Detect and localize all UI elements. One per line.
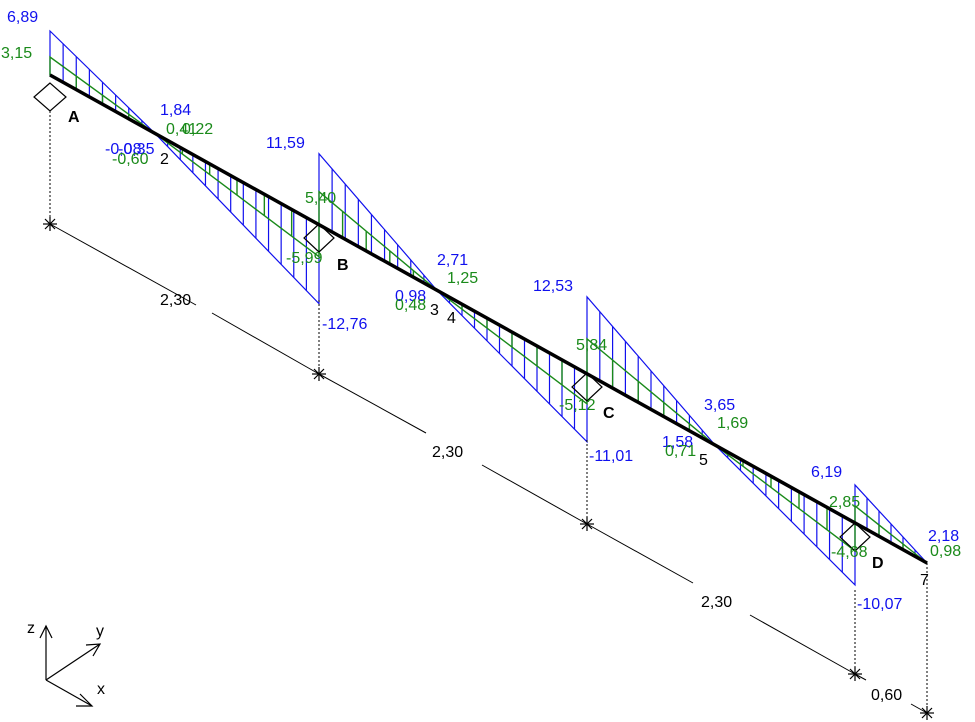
moment-label-b-bottom: -5,99 (286, 250, 323, 267)
dimension-tick-end (920, 706, 934, 720)
beam-line (49, 73, 928, 565)
support-c-label: C (603, 405, 615, 422)
beam (49, 73, 928, 565)
dimension-span4-label: 0,60 (871, 687, 902, 704)
dimension-span3-label: 2,30 (701, 594, 732, 611)
x-axis-arrow (45, 679, 94, 707)
node-5-label: 5 (699, 452, 708, 469)
moment-label-span1-r1: 0,41 (166, 121, 197, 138)
shear-label-span2-mid: 2,71 (437, 252, 468, 269)
node-4-label: 4 (447, 310, 456, 327)
node-7-label: 7 (920, 572, 929, 589)
shear-label-b-bottom: -12,76 (322, 316, 367, 333)
z-axis-arrow (39, 624, 53, 680)
moment-label-c-bottom: -5,12 (559, 397, 596, 414)
shear-label-span3-left: 1,58 (662, 434, 693, 451)
shear-label-span1-left2: -0,35 (118, 141, 155, 158)
moment-label-d-top: 2,85 (829, 494, 860, 511)
node-3-label: 3 (430, 302, 439, 319)
support-d-label: D (872, 555, 884, 572)
moment-label-span3-left: 0,71 (665, 443, 696, 460)
shear-label-b-top: 11,59 (266, 135, 305, 152)
dimension-line (49, 223, 928, 714)
shear-label-c-top: 12,53 (533, 278, 573, 295)
support-a-symbol (33, 82, 67, 112)
moment-label-span2-mid: 1,25 (447, 270, 478, 287)
moment-label-b-top: 5,40 (305, 190, 336, 207)
moment-label-a-top: 3,15 (1, 45, 32, 62)
dimension-tick-b (312, 367, 326, 381)
shear-label-d-top: 6,19 (811, 464, 842, 481)
node-2-label: 2 (160, 151, 169, 168)
moment-label-span1-left: -0,60 (112, 151, 149, 168)
dimension-ticks (43, 217, 934, 720)
z-axis-label: z (27, 620, 35, 637)
shear-label-end: 2,18 (928, 528, 959, 545)
shear-label-span2-left: 0,98 (395, 288, 426, 305)
shear-label-span3-mid: 3,65 (704, 397, 735, 414)
moment-label-c-top: 5,84 (576, 337, 607, 354)
moment-label-span1-r2: 0,22 (182, 121, 213, 138)
y-axis-label: y (96, 623, 104, 640)
shear-span3a-outline (586, 295, 716, 446)
moment-span3a-outline (586, 337, 716, 446)
support-c-symbol (571, 372, 603, 402)
shear-label-span1-mid: 1,84 (160, 102, 191, 119)
moment-label-d-bottom: -4,68 (831, 544, 868, 561)
x-axis-label: x (97, 681, 105, 698)
dimension-span2-label: 2,30 (432, 444, 463, 461)
shear-label-a-top: 6,89 (7, 9, 38, 26)
dimension-span1-label: 2,30 (160, 292, 191, 309)
moment-span2a-outline (318, 190, 438, 291)
support-d-symbol (839, 522, 871, 552)
dimension-tick-d (848, 667, 862, 681)
support-a-label: A (68, 109, 80, 126)
projection-lines (49, 111, 928, 713)
support-b-label: B (337, 257, 349, 274)
coordinate-axes (39, 624, 102, 707)
moment-label-span2-left: 0,48 (395, 297, 426, 314)
shear-label-span1-left1: -0,08 (105, 141, 142, 158)
moment-label-span3-mid: 1,69 (717, 415, 748, 432)
dimension-tick-a (43, 217, 57, 231)
moment-label-end: 0,98 (930, 543, 961, 560)
shear-label-c-bottom: -11,01 (589, 448, 633, 465)
support-b-symbol (303, 223, 335, 253)
shear-span1b-outline (154, 132, 320, 306)
shear-label-d-bottom: -10,07 (857, 596, 902, 613)
dimension-tick-c (580, 517, 594, 531)
y-axis-arrow (45, 643, 102, 681)
